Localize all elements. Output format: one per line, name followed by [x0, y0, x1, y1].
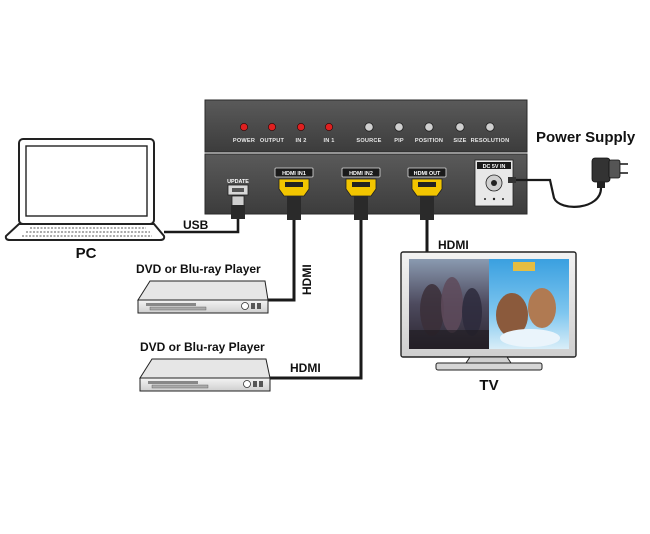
power-supply-label: Power Supply: [536, 129, 636, 146]
dvd2-label: DVD or Blu-ray Player: [140, 340, 265, 354]
pc-label: PC: [76, 245, 97, 262]
update-label: UPDATE: [227, 179, 249, 185]
dvd-player-2: DVD or Blu-ray Player: [140, 340, 270, 391]
button-label: SOURCE: [356, 138, 381, 144]
dvd-player-1: DVD or Blu-ray Player: [136, 262, 268, 313]
led-icon: [297, 123, 304, 130]
hdmi-in2-port[interactable]: HDMI IN2: [342, 168, 380, 196]
button-knob-icon[interactable]: [395, 123, 403, 131]
tv-icon: [401, 252, 576, 370]
hdmi-connector-icon: [346, 179, 376, 196]
hdmi-vertical-label: HDMI: [300, 264, 314, 295]
tv-label: TV: [479, 377, 498, 394]
tv: TV: [401, 252, 576, 394]
indicator-label: POWER: [233, 138, 255, 144]
led-icon: [240, 123, 247, 130]
usb-label: USB: [183, 218, 209, 232]
led-icon: [268, 123, 275, 130]
dc-in-port[interactable]: DC 5V IN: [475, 160, 513, 206]
hdmi-connector-icon: [279, 179, 309, 196]
indicator-label: IN 1: [323, 138, 334, 144]
hdmi-cable-in2: HDMI: [270, 196, 368, 378]
button-knob-icon[interactable]: [486, 123, 494, 131]
button-knob-icon[interactable]: [365, 123, 373, 131]
button-label: PIP: [394, 138, 404, 144]
dvd-player-icon: [140, 359, 270, 391]
button-knob-icon[interactable]: [456, 123, 464, 131]
front-panel: POWER OUTPUT IN 2 IN 1 SOURCE PIP POSITION SIZ…: [205, 100, 527, 152]
dvd-player-icon: [138, 281, 268, 313]
button-label: SIZE: [453, 138, 466, 144]
hdmi-in1-port[interactable]: HDMI IN1: [275, 168, 313, 196]
dc-in-label: DC 5V IN: [483, 164, 506, 170]
hdmi-connector-icon: [412, 179, 442, 196]
usb-connector-icon: [231, 196, 245, 219]
led-icon: [325, 123, 332, 130]
power-adapter-icon: [592, 158, 628, 188]
hdmi-bottom-label: HDMI: [290, 361, 321, 375]
usb-update-port[interactable]: UPDATE: [227, 179, 249, 195]
button-knob-icon[interactable]: [425, 123, 433, 131]
laptop-icon: [6, 139, 164, 240]
indicator-label: IN 2: [295, 138, 306, 144]
hdmi-in1-label: HDMI IN1: [282, 171, 306, 177]
hdmi-in2-label: HDMI IN2: [349, 171, 373, 177]
hdmi-out-label: HDMI OUT: [414, 171, 441, 177]
button-label: POSITION: [415, 138, 443, 144]
indicator-label: OUTPUT: [260, 138, 285, 144]
hdmi-out-port[interactable]: HDMI OUT: [408, 168, 446, 196]
hdmi-tv-label: HDMI: [438, 238, 469, 252]
button-label: RESOLUTION: [471, 138, 510, 144]
dvd1-label: DVD or Blu-ray Player: [136, 262, 261, 276]
